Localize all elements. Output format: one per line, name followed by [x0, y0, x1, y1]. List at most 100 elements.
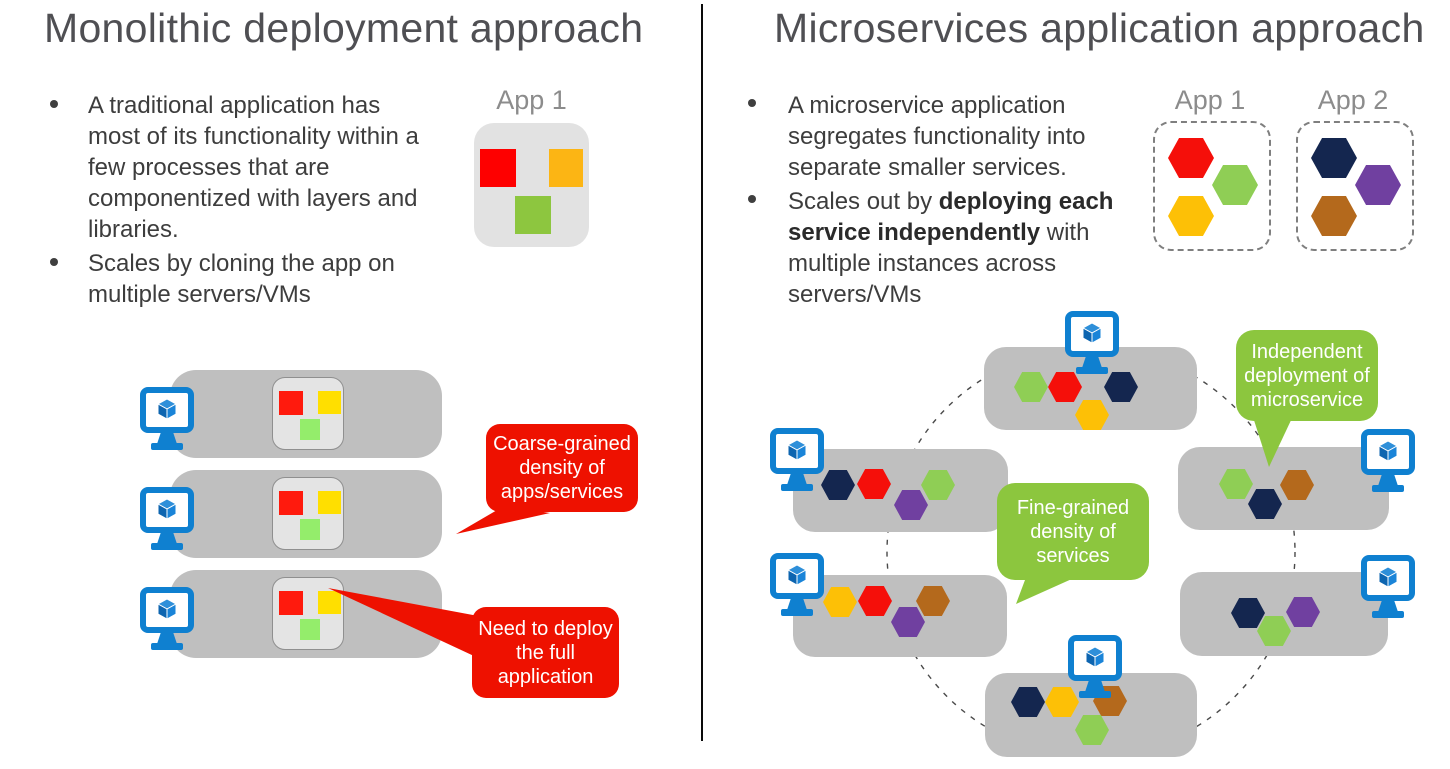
left-panel-title: Monolithic deployment approach: [44, 5, 644, 51]
text-segment-bold: deploying each: [938, 188, 1114, 215]
bullet-line: segregates functionality into: [788, 123, 1086, 150]
callout-independent-deployment: Independent deployment of microservice: [1236, 330, 1378, 421]
yellow-hexagon: [823, 587, 857, 617]
text-segment: with: [1040, 219, 1090, 246]
callout-fine-grained: Fine-grained density of services: [997, 483, 1149, 580]
bullet-line: servers/VMs: [788, 281, 922, 308]
callout-line: Independent: [1251, 340, 1363, 363]
navy-hexagon: [1311, 138, 1357, 178]
right-panel-title: Microservices application approach: [774, 5, 1425, 51]
left-bullet-1: A traditional application has most of it…: [88, 90, 419, 245]
component-yellow-square: [318, 391, 341, 414]
bullet-line: libraries.: [88, 216, 179, 243]
bullet-line: Scales out by deploying each: [788, 186, 1113, 217]
vm-monitor-icon: [770, 553, 824, 619]
bullet-dot: [748, 99, 756, 107]
callout-line: microservice: [1250, 388, 1364, 411]
app1-label: App 1: [1174, 85, 1246, 115]
bullet-line: A microservice application: [788, 92, 1066, 119]
navy-hexagon: [1231, 598, 1265, 628]
component-orange-square: [549, 149, 583, 187]
bullet-line: componentized with layers and: [88, 185, 418, 212]
azure-vm-cube-glyph: [140, 387, 194, 450]
yellow-hexagon: [1075, 400, 1109, 430]
navy-hexagon: [1248, 489, 1282, 519]
red-hexagon: [858, 586, 892, 616]
green-hexagon: [1212, 165, 1258, 205]
purple-hexagon: [1286, 597, 1320, 627]
app2-label: App 2: [1317, 85, 1389, 115]
vm-monitor-icon: [1361, 429, 1415, 495]
vm-monitor-icon: [1068, 635, 1122, 701]
callout-line: Need to deploy: [478, 617, 613, 640]
vm-monitor-icon: [140, 487, 194, 553]
callout-line: deployment of: [1244, 364, 1370, 387]
purple-hexagon: [1355, 165, 1401, 205]
vm-monitor-icon: [1361, 555, 1415, 621]
azure-vm-cube-glyph: [1068, 635, 1122, 698]
callout-line: the full: [516, 641, 575, 664]
green-hexagon: [1075, 715, 1109, 745]
bullet-line: Scales by cloning the app on: [88, 250, 395, 277]
red-hexagon: [1168, 138, 1214, 178]
panel-divider: [701, 4, 703, 741]
bullet-line: most of its functionality within a: [88, 123, 419, 150]
callout-line: density of: [519, 457, 605, 479]
green-hexagon: [1014, 372, 1048, 402]
server-mid-left: [793, 575, 1007, 657]
brown-hexagon: [1280, 470, 1314, 500]
component-red-square: [279, 391, 303, 415]
server-upper-left: [793, 449, 1008, 532]
bullet-line: separate smaller services.: [788, 154, 1067, 181]
purple-hexagon: [891, 607, 925, 637]
navy-hexagon: [1011, 687, 1045, 717]
app2-microservices-box: [1296, 121, 1414, 251]
yellow-hexagon: [1168, 196, 1214, 236]
server-row-1: [170, 370, 442, 458]
text-segment-bold: service independently: [788, 219, 1041, 246]
callout-line: apps/services: [500, 481, 624, 503]
left-bullet-2: Scales by cloning the app on multiple se…: [88, 248, 395, 310]
app1-label: App 1: [496, 85, 567, 115]
purple-hexagon: [894, 490, 928, 520]
azure-vm-cube-glyph: [140, 587, 194, 650]
green-hexagon: [1219, 469, 1253, 499]
vm-monitor-icon: [1065, 311, 1119, 377]
azure-vm-cube-glyph: [770, 428, 824, 491]
bullet-dot: [50, 258, 58, 266]
brown-hexagon: [1311, 196, 1357, 236]
callout-coarse-grained: Coarse-grained density of apps/services: [486, 424, 638, 512]
callout-line: services: [1036, 544, 1110, 567]
component-red-square: [480, 149, 516, 187]
vm-monitor-icon: [140, 587, 194, 653]
server-upper-right: [1178, 447, 1389, 530]
component-red-square: [279, 491, 303, 515]
component-green-square: [300, 519, 320, 540]
app1-monolith-box: [474, 123, 589, 247]
azure-vm-cube-glyph: [770, 553, 824, 616]
brown-hexagon: [916, 586, 950, 616]
component-red-square: [279, 591, 303, 615]
callout-line: application: [497, 665, 594, 688]
callout-line: Fine-grained: [1016, 496, 1130, 519]
bullet-dot: [748, 195, 756, 203]
server-mid-right: [1180, 572, 1388, 656]
azure-vm-cube-glyph: [1361, 555, 1415, 618]
bullet-line: multiple servers/VMs: [88, 281, 311, 308]
green-hexagon: [921, 470, 955, 500]
vm-monitor-icon: [770, 428, 824, 494]
bullet-dot: [50, 100, 58, 108]
right-bullet-1: A microservice application segregates fu…: [788, 90, 1086, 183]
vm-monitor-icon: [140, 387, 194, 453]
right-bullet-2: Scales out by deploying each service ind…: [788, 186, 1113, 310]
bullet-line: multiple instances across: [788, 250, 1057, 277]
callout-line: Coarse-grained: [493, 433, 631, 455]
cloned-app-box: [272, 577, 344, 650]
callout-need-deploy: Need to deploy the full application: [472, 607, 619, 698]
navy-hexagon: [821, 470, 855, 500]
azure-vm-cube-glyph: [1065, 311, 1119, 374]
server-row-3: [170, 570, 442, 658]
component-green-square: [515, 196, 551, 234]
callout-line: density of: [1030, 520, 1116, 543]
